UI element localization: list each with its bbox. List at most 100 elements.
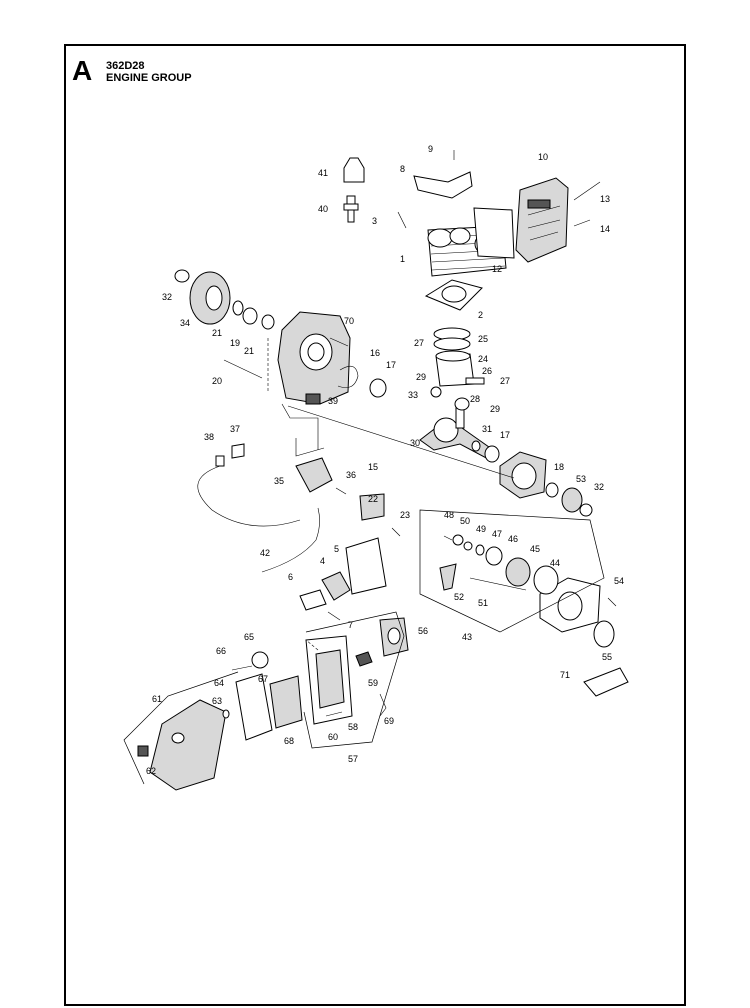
washer-49 — [463, 541, 473, 551]
muffler-plate — [473, 207, 515, 259]
washer-50 — [452, 534, 464, 546]
label-54: 54 — [614, 576, 624, 586]
filter-67 — [235, 673, 273, 741]
seal-17 — [369, 378, 387, 398]
label-58: 58 — [348, 722, 358, 732]
cable-42 — [197, 465, 320, 573]
gasket-6 — [299, 589, 327, 611]
gasket-55 — [593, 620, 615, 648]
bolt-14 — [573, 219, 591, 227]
label-71: 71 — [560, 670, 570, 680]
label-51: 51 — [478, 598, 488, 608]
label-20: 20 — [212, 376, 222, 386]
label-10: 10 — [538, 152, 548, 162]
label-32-top: 32 — [162, 292, 172, 302]
label-41: 41 — [318, 168, 328, 178]
label-53: 53 — [576, 474, 586, 484]
label-39: 39 — [328, 396, 338, 406]
label-22: 22 — [368, 494, 378, 504]
label-35: 35 — [274, 476, 284, 486]
label-57: 57 — [348, 754, 358, 764]
label-50: 50 — [460, 516, 470, 526]
screws-7 — [327, 611, 341, 621]
plate-22 — [359, 493, 385, 521]
bolt-66 — [231, 665, 253, 671]
label-34: 34 — [180, 318, 190, 328]
screw-63 — [222, 709, 230, 719]
label-30: 30 — [410, 438, 420, 448]
label-17-top: 17 — [386, 360, 396, 370]
label-27-left: 27 — [414, 338, 424, 348]
label-68: 68 — [284, 736, 294, 746]
label-29-top: 29 — [416, 372, 426, 382]
bolt-70 — [329, 337, 349, 347]
model-number: 362D28 — [106, 60, 145, 72]
screen-68 — [269, 675, 303, 729]
needle-bearing-29 — [430, 386, 442, 398]
label-62: 62 — [146, 766, 156, 776]
pulley-45 — [505, 557, 531, 587]
label-12: 12 — [492, 264, 502, 274]
rope-51 — [469, 577, 527, 591]
ring-21b — [261, 314, 275, 330]
label-40: 40 — [318, 204, 328, 214]
label-69: 69 — [384, 716, 394, 726]
label-46: 46 — [508, 534, 518, 544]
bracket-39 — [305, 393, 321, 405]
label-67: 67 — [258, 674, 268, 684]
knob-62 — [137, 745, 149, 757]
air-filter-cover-61 — [149, 699, 227, 791]
bracket-71 — [583, 667, 629, 697]
washer-31 — [471, 440, 481, 452]
label-4: 4 — [320, 556, 325, 566]
connector-38 — [215, 455, 225, 467]
label-15: 15 — [368, 462, 378, 472]
label-8: 8 — [400, 164, 405, 174]
label-2: 2 — [478, 310, 483, 320]
label-17-bottom: 17 — [500, 430, 510, 440]
label-59: 59 — [368, 678, 378, 688]
label-5: 5 — [334, 544, 339, 554]
label-19: 19 — [230, 338, 240, 348]
label-13: 13 — [600, 194, 610, 204]
label-28: 28 — [470, 394, 480, 404]
bearing-18 — [545, 482, 559, 498]
piston-24 — [435, 350, 475, 387]
label-61: 61 — [152, 694, 162, 704]
label-21-left: 21 — [212, 328, 222, 338]
crankcase — [277, 311, 351, 405]
gasket-5 — [345, 537, 387, 595]
ring-21 — [232, 300, 244, 316]
gasket-16 — [337, 365, 359, 388]
pawl-46 — [485, 546, 503, 566]
label-29-right: 29 — [490, 404, 500, 414]
part-labels: 9 8 10 41 13 40 3 14 1 12 32 2 34 70 21 … — [146, 144, 624, 776]
seal-17b — [484, 445, 500, 463]
label-6: 6 — [288, 572, 293, 582]
label-14: 14 — [600, 224, 610, 234]
muffler — [515, 177, 569, 263]
crankcase-half — [499, 451, 547, 499]
spring-47 — [475, 544, 485, 556]
label-66: 66 — [216, 646, 226, 656]
screw-36 — [335, 487, 347, 495]
label-60: 60 — [328, 732, 338, 742]
label-9: 9 — [428, 144, 433, 154]
label-33: 33 — [408, 390, 418, 400]
label-18: 18 — [554, 462, 564, 472]
label-49: 49 — [476, 524, 486, 534]
spark-plug-40 — [343, 195, 359, 223]
plate-65 — [251, 651, 269, 669]
label-47: 47 — [492, 529, 502, 539]
label-16: 16 — [370, 348, 380, 358]
label-7: 7 — [348, 620, 353, 630]
label-45: 45 — [530, 544, 540, 554]
label-42: 42 — [260, 548, 270, 558]
label-43: 43 — [462, 632, 472, 642]
screw-23 — [391, 527, 401, 537]
label-56: 56 — [418, 626, 428, 636]
label-1: 1 — [400, 254, 405, 264]
label-37: 37 — [230, 424, 240, 434]
label-38: 38 — [204, 432, 214, 442]
label-24: 24 — [478, 354, 488, 364]
